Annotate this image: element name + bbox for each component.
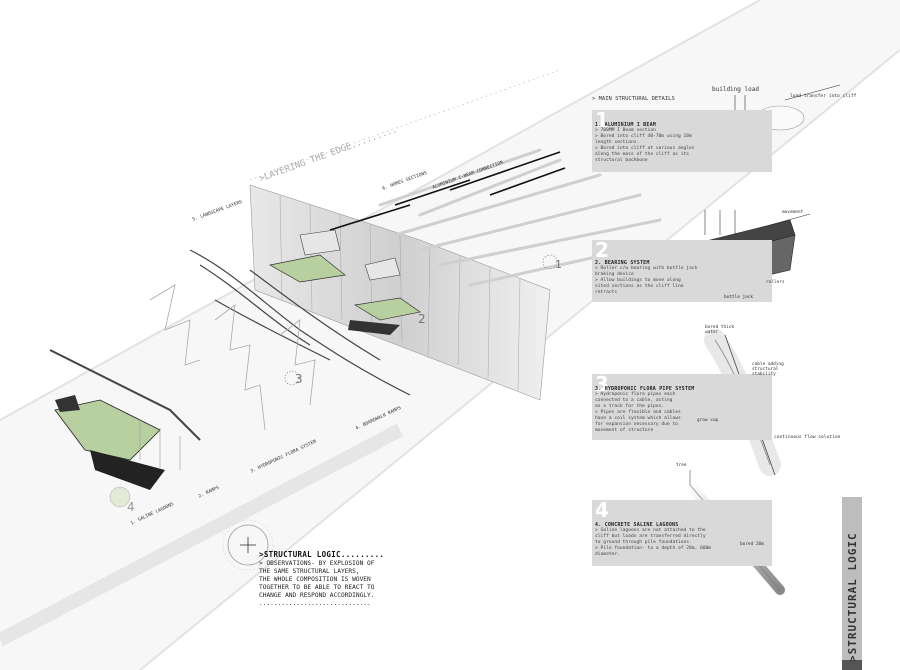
marker-3: 3 xyxy=(295,372,303,386)
side-tab-bar xyxy=(842,660,862,670)
panel-line: structural backbone xyxy=(595,158,648,163)
annotation-rollers: rollers xyxy=(766,280,785,285)
panel-title: 1. ALUMINIUM I BEAM xyxy=(595,122,656,128)
panel-1: 1 1. ALUMINIUM I BEAM > 700MM I Beam sec… xyxy=(592,108,772,172)
panel-line: diameter. xyxy=(595,552,620,557)
annotation-bored-20m: bored 20m xyxy=(740,542,764,547)
panel-line: > Saline lagoons are not attached to the xyxy=(595,528,706,533)
panel-line: connected to a cable, acting xyxy=(595,398,673,403)
panel-line: braking device xyxy=(595,272,634,277)
panel-line: movement of structure xyxy=(595,428,654,433)
panel-title: 3. HYDROPONIC FLORA PIPE SYSTEM xyxy=(595,386,695,392)
panel-line: retracts xyxy=(595,290,618,295)
structural-logic-title: >STRUCTURAL LOGIC......... xyxy=(259,550,385,559)
panel-number: 1 xyxy=(595,108,609,132)
annotation-cable-stability: cable adding structural stability xyxy=(752,362,784,377)
side-tab-label: >STRUCTURAL LOGIC xyxy=(846,532,859,662)
panel-3: 3 3. HYDROPONIC FLORA PIPE SYSTEM > Hydr… xyxy=(592,372,772,440)
logic-line: TOGETHER TO BE ABLE TO REACT TO xyxy=(259,584,375,591)
panel-number: 4 xyxy=(595,498,609,522)
panel-line: along the mass of the cliff as its xyxy=(595,152,690,157)
annotation-building-load: building load xyxy=(712,86,759,93)
panel-line: > Pile foundation- to a depth of 20m, 60… xyxy=(595,546,712,551)
logic-line: THE SAME STRUCTURAL LAYERS, xyxy=(259,568,360,575)
marker-2: 2 xyxy=(418,312,426,326)
panel-line: length sections. xyxy=(595,140,640,145)
marker-4: 4 xyxy=(127,500,135,514)
boardwalk-ramps xyxy=(189,249,411,396)
panel-line: > Roller c/w bearing with bottle jack xyxy=(595,266,698,271)
saline-lagoon-unit xyxy=(49,349,201,508)
panel-line: as a track for the pipes. xyxy=(595,404,665,409)
cliff-wall xyxy=(249,151,566,401)
flora-system-lines xyxy=(149,284,316,431)
panel-2: 2 2. BEARING SYSTEM > Roller c/w bearing… xyxy=(592,238,772,302)
annotation-continuous-flow: continuous flow solution xyxy=(774,435,841,440)
beam-connection-lines xyxy=(378,148,662,287)
annotation-bored-thick-water: bored thick water xyxy=(705,325,735,335)
panel-title: 2. BEARING SYSTEM xyxy=(595,260,650,266)
panel-line: > Bored into cliff at various angles xyxy=(595,146,695,151)
side-tab xyxy=(842,497,862,667)
panel-line: for expansion necessary due to xyxy=(595,422,678,427)
panel-title: 4. CONCRETE SALINE LAGOONS xyxy=(595,522,679,528)
logic-line: CHANGE AND RESPOND ACCORDINGLY. xyxy=(259,592,375,599)
annotation-load-transfer: load transfer into cliff xyxy=(790,94,857,99)
panel-line: > Bored into cliff 40-70m using 10m xyxy=(595,134,692,139)
panel-number: 2 xyxy=(595,238,609,262)
annotation-grow-cup: grow cup xyxy=(697,418,719,423)
panel-line: to ground through pile foundations. xyxy=(595,540,692,545)
panel-line: have a coil system which allows xyxy=(595,416,681,421)
panel-line: > Allow buildings to move along xyxy=(595,278,681,283)
panel-line: > 700MM I Beam section xyxy=(595,128,656,133)
panel-line: cliff but loads are transferred directly xyxy=(595,534,706,539)
main-structural-details-heading: > MAIN STRUCTURAL DETAILS xyxy=(592,96,675,102)
panel-line: > Pipes are flexible and cables xyxy=(595,410,681,415)
marker-1: 1 xyxy=(555,258,562,271)
annotation-movement: movement xyxy=(782,210,804,215)
panel-number: 3 xyxy=(595,372,609,396)
panel-4: 4 4. CONCRETE SALINE LAGOONS > Saline la… xyxy=(592,498,772,566)
annotation-tree: tree xyxy=(676,463,687,468)
panel-line: > Hydroponic flora pipes each xyxy=(595,392,676,397)
logic-line: .............................. xyxy=(259,600,371,607)
logic-line: > OBSERVATIONS- BY EXPLOSION OF xyxy=(259,560,375,567)
annotation-bottle-jack: bottle jack xyxy=(724,295,754,300)
panel-line: sited sections as the cliff line xyxy=(595,284,684,289)
logic-line: THE WHOLE COMPOSITION IS WOVEN xyxy=(259,576,371,583)
